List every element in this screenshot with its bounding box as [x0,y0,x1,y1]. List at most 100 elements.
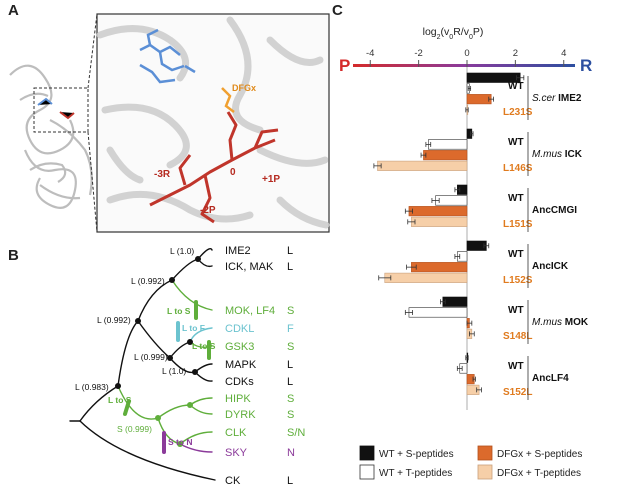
legend-swatch-0 [359,445,375,461]
group-mut-label-1: L146S [503,163,533,174]
tree-node-6 [155,415,161,421]
leaf-residue-0: L [287,245,293,257]
r-end-label: R [580,56,592,75]
legend-label-2: DFGx + S-peptides [497,449,582,460]
leaf-residue-9: S/N [287,427,305,439]
group-mut-label-5: S152L [503,387,532,398]
tree-node-8 [187,402,193,408]
legend: WT + S-peptides WT + T-peptides DFGx + S-p… [359,445,582,480]
tree-node-9 [177,441,183,447]
transition-label-1: L to F [182,323,205,333]
bar-1-3 [377,160,468,171]
tree-leaf-4: GSK3 [225,341,254,353]
group-kinase-label-4: M.mus MOK [532,317,589,328]
leaf-residue-2: S [287,305,294,317]
bar-2-3 [411,216,468,227]
p-to-r-gradient-bar [353,64,575,67]
tree-leaf-5: MAPK [225,359,257,371]
leaf-residue-5: L [287,359,293,371]
tree-leaf-6: CDKs [225,376,254,388]
group-wt-label-2: WT [508,193,524,204]
bar-4-0 [442,296,468,307]
x-tick-label-3: 2 [513,48,518,59]
tree-leaf-11: CK [225,475,241,487]
leaf-residue-3: F [287,323,294,335]
dfg-residue [221,87,235,113]
tree-nodes [115,256,201,447]
bar-1-1 [428,139,468,150]
tree-leaf-3: CDKL [225,323,254,335]
bar-2-2 [408,206,468,217]
node-support-1: L (0.992) [131,276,165,286]
bar-4-1 [408,307,468,318]
leaf-residue-1: L [287,261,293,273]
legend-label-0: WT + S-peptides [379,449,454,460]
p-end-label: P [339,56,350,75]
x-tick-label-1: -2 [414,48,422,59]
label-zero: 0 [230,167,236,178]
leaf-residue-4: S [287,341,294,353]
legend-swatch-3 [477,464,493,480]
dfg-label: DFGx [232,83,256,93]
zoom-box [33,87,89,133]
atp-molecule [139,28,196,84]
legend-label-3: DFGx + T-peptides [497,468,581,479]
group-wt-label-3: WT [508,249,524,260]
tree-node-1 [169,277,175,283]
group-kinase-label-0: S.cer IME2 [532,93,582,104]
tree-node-0 [195,256,201,262]
tree-leaf-2: MOK, LF4 [225,305,275,317]
bar-3-2 [411,262,468,273]
tree-leaf-9: CLK [225,427,247,439]
leaf-residue-8: S [287,409,294,421]
axis-title: log2(v0R/v0P) [423,26,484,41]
legend-label-1: WT + T-peptides [379,468,452,479]
node-support-3: L (0.999) [134,352,168,362]
label-minus3: -3R [154,169,171,180]
bar-groups [373,72,525,395]
leaf-residue-7: S [287,393,294,405]
tree-node-labels: L (1.0) L (0.992) L (0.992) L (0.999) L (1.0… [75,246,194,434]
node-support-4: L (1.0) [162,366,186,376]
transition-label-4: S to N [168,437,193,447]
tree-leaf-0: IME2 [225,245,251,257]
group-kinase-label-5: AncLF4 [532,373,569,384]
group-mut-label-2: L151S [503,219,533,230]
label-minus2: -2P [200,205,216,216]
group-wt-label-1: WT [508,137,524,148]
bar-2-1 [435,195,468,206]
group-wt-label-5: WT [508,361,524,372]
tree-node-2 [135,318,141,324]
tree-transitions: L to SL to FL to SL to SS to N [108,300,216,454]
x-tick-label-4: 4 [561,48,566,59]
label-plus1: +1P [262,174,280,185]
tree-node-7 [187,339,193,345]
node-support-5: L (0.983) [75,382,109,392]
bar-0-2 [466,94,492,105]
tree-node-5 [115,383,121,389]
bar-3-0 [466,240,487,251]
node-support-0: L (1.0) [170,246,194,256]
node-support-2: L (0.992) [97,315,131,325]
legend-swatch-1 [359,464,375,480]
panel-b-letter: B [8,247,19,264]
group-wt-label-4: WT [508,305,524,316]
group-mut-label-0: L231S [503,107,533,118]
transition-label-3: L to S [108,395,132,405]
leaf-residue-11: L [287,475,293,487]
transition-label-2: L to S [192,341,216,351]
x-tick-label-2: 0 [464,48,469,59]
panel-a-letter: A [8,2,19,19]
group-kinase-label-2: AncCMGI [532,205,577,216]
group-mut-label-3: L152S [503,275,533,286]
panel-c-letter: C [332,2,343,19]
group-mut-label-4: S148L [503,331,532,342]
leaf-residue-6: L [287,376,293,388]
tree-leaf-8: DYRK [225,409,256,421]
